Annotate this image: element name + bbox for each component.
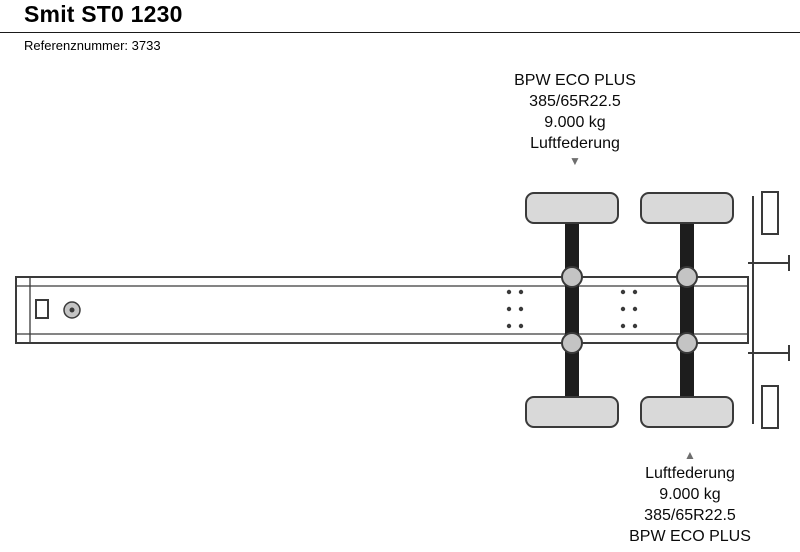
front-axle-hub-top	[561, 266, 583, 288]
kingpin-plate	[35, 299, 49, 319]
reference-number: Referenznummer: 3733	[24, 38, 161, 53]
front-axle-wheel-top	[525, 192, 619, 224]
rear-axle-wheel-top	[640, 192, 734, 224]
suspension-type-label: Luftfederung	[645, 465, 735, 482]
rear-corner-bracket-top	[761, 191, 779, 235]
tyre-size-label: 385/65R22.5	[529, 93, 621, 110]
front-axle-hub-bottom	[561, 332, 583, 354]
arrow-up-icon: ▲	[684, 448, 696, 462]
front-axle-beam	[565, 207, 579, 413]
front-axle-wheel-bottom	[525, 396, 619, 428]
rear-axle-annotation: ▲ Luftfederung 9.000 kg 385/65R22.5 BPW …	[580, 448, 800, 547]
axle-load-label: 9.000 kg	[544, 114, 606, 131]
arrow-down-icon: ▼	[569, 154, 581, 168]
axle-brand-label: BPW ECO PLUS	[514, 72, 636, 89]
cross-member-marks-rear	[620, 289, 638, 329]
rear-axle-beam	[680, 207, 694, 413]
title-divider	[0, 32, 800, 33]
page-title: Smit ST0 1230	[24, 1, 183, 27]
suspension-type-label: Luftfederung	[530, 135, 620, 152]
chassis-frame	[15, 276, 749, 344]
axle-brand-label: BPW ECO PLUS	[629, 528, 751, 545]
rear-axle-hub-top	[676, 266, 698, 288]
axle-load-label: 9.000 kg	[659, 486, 721, 503]
tyre-size-label: 385/65R22.5	[644, 507, 736, 524]
cross-member-marks-front	[506, 289, 524, 329]
rear-axle-wheel-bottom	[640, 396, 734, 428]
kingpin-center	[69, 307, 75, 313]
rear-axle-hub-bottom	[676, 332, 698, 354]
front-axle-annotation: BPW ECO PLUS 385/65R22.5 9.000 kg Luftfe…	[465, 70, 685, 169]
rear-corner-bracket-bottom	[761, 385, 779, 429]
